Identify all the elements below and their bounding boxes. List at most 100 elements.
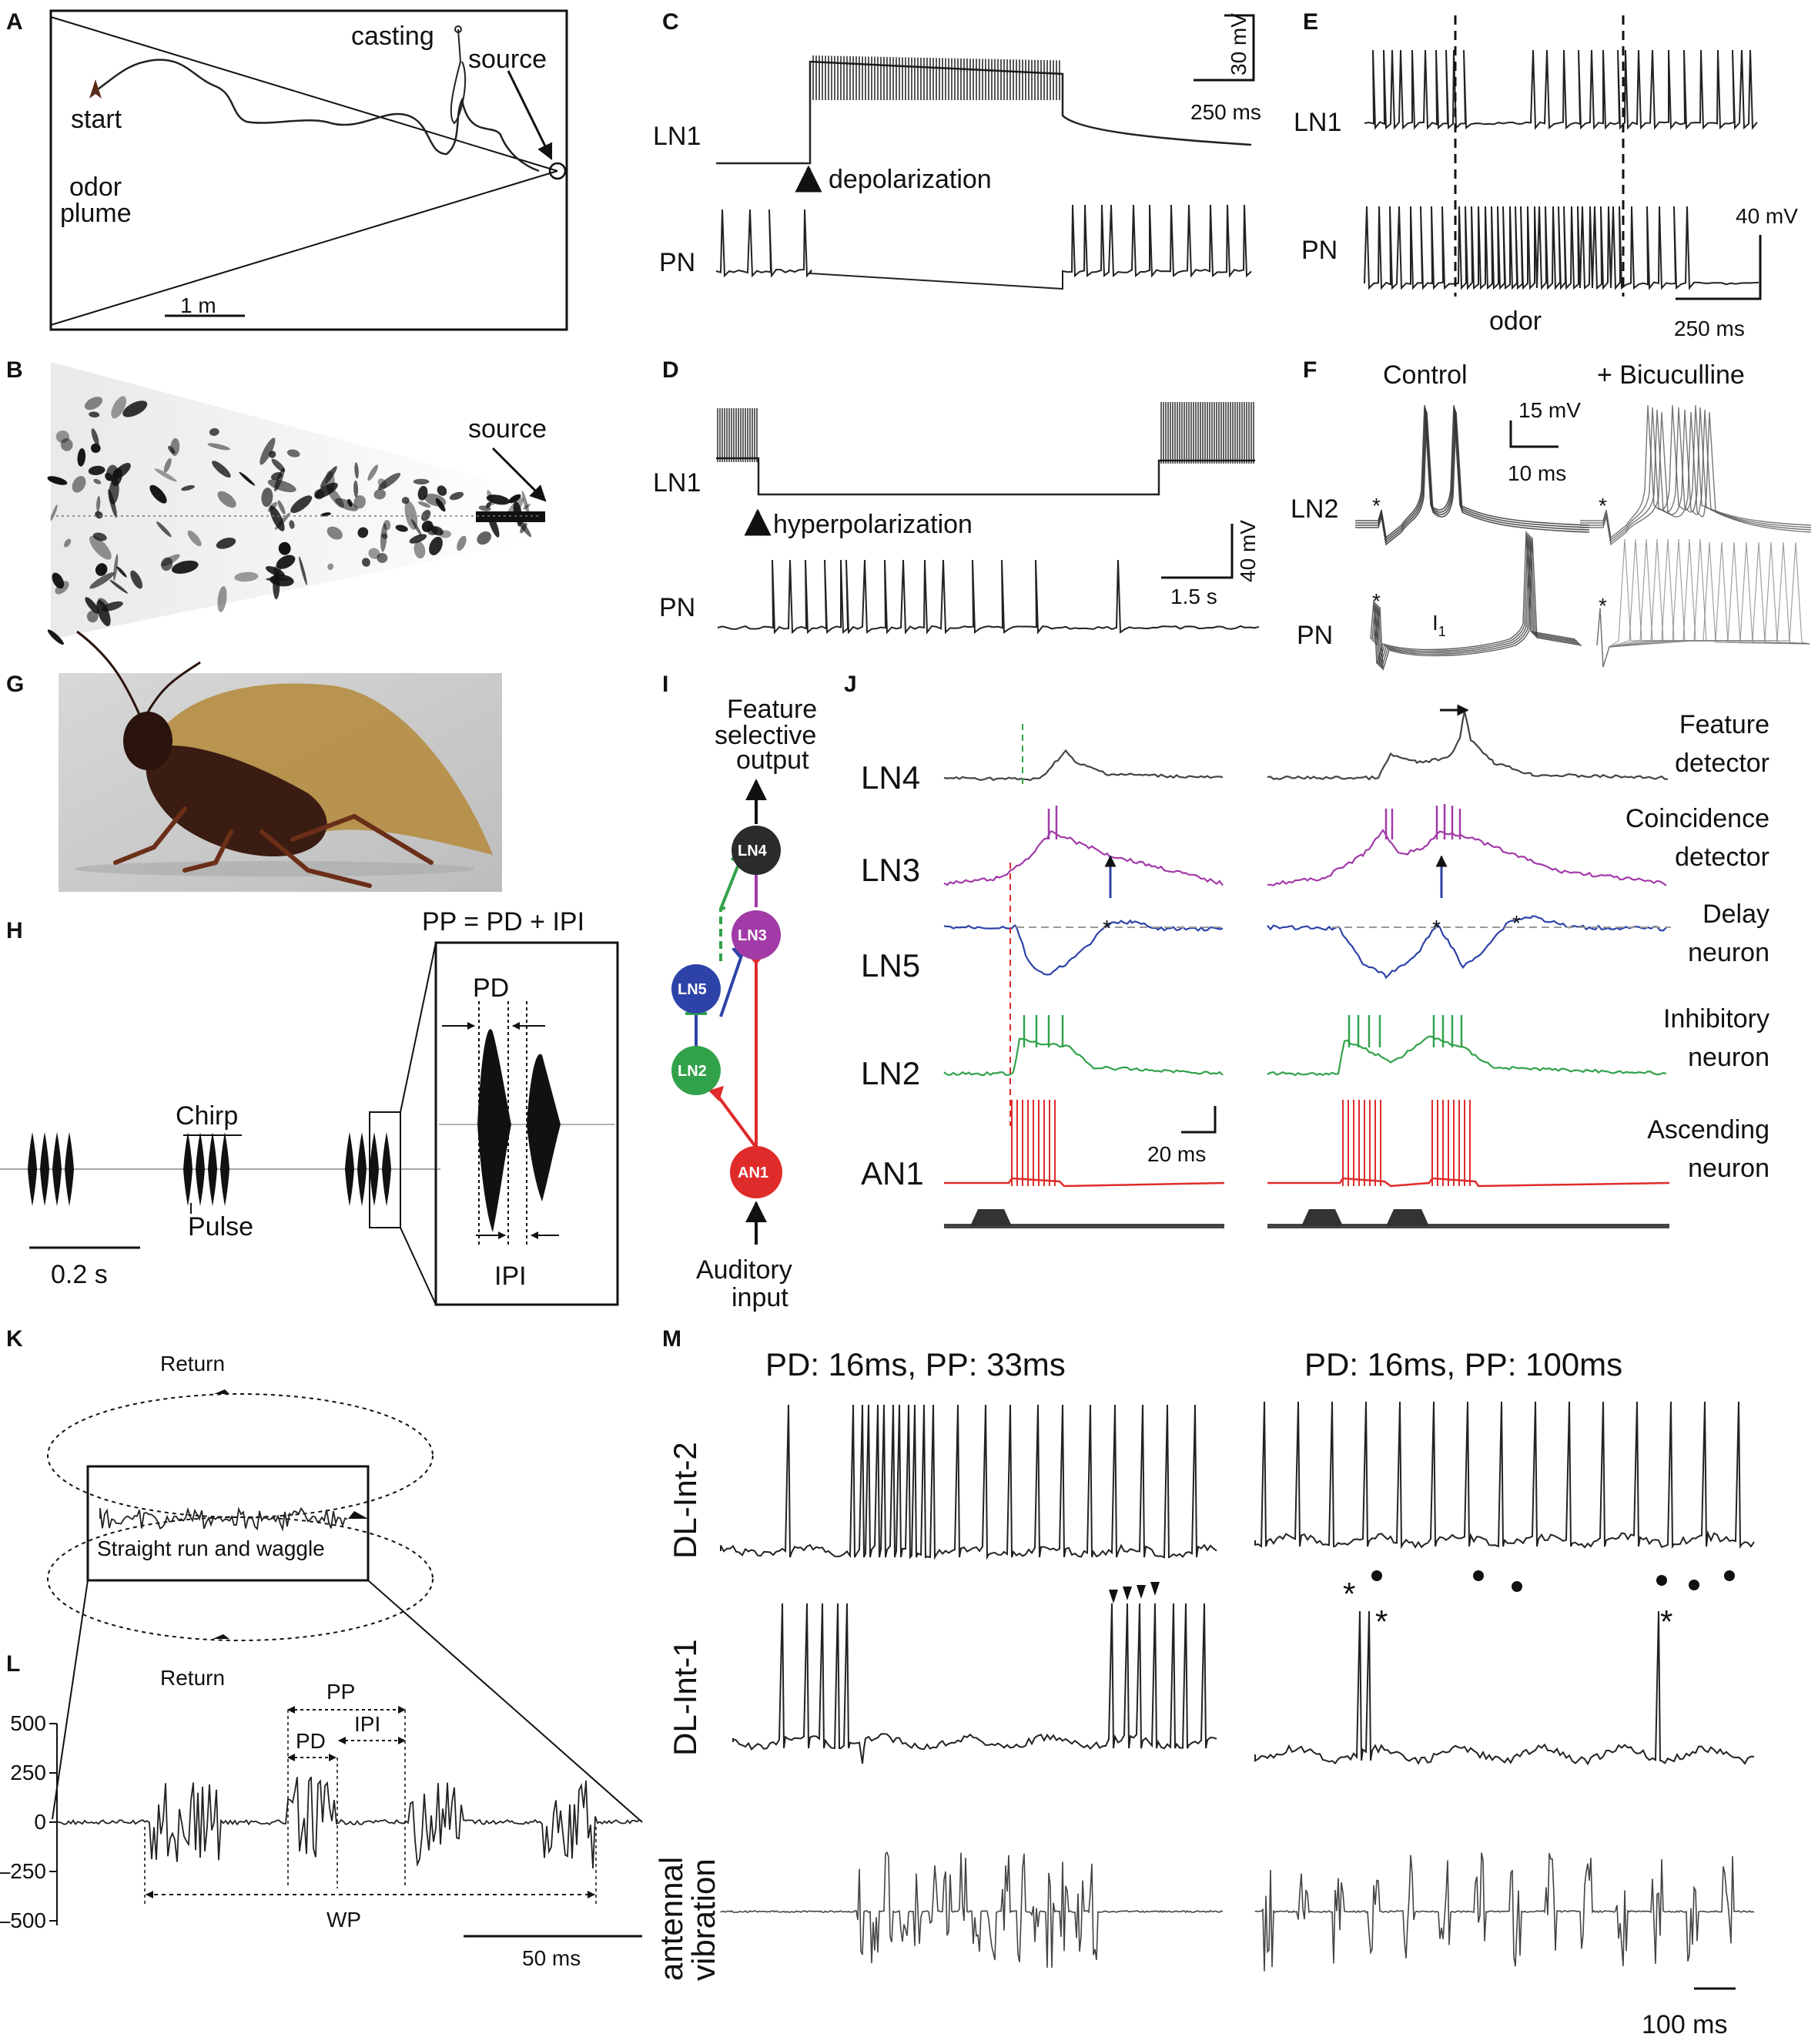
bicuculline-label: + Bicuculline <box>1597 360 1745 390</box>
scale-bar-d <box>1161 524 1234 579</box>
song-pulse <box>65 1132 74 1206</box>
plume-blob <box>89 411 100 418</box>
wp-label: WP <box>326 1908 361 1932</box>
return-label-bottom: Return <box>160 1666 225 1690</box>
plume-blob <box>477 531 492 545</box>
cricket-antennae <box>76 630 201 719</box>
pp-formula: PP = PD + IPI <box>422 907 584 937</box>
node-an1-label: AN1 <box>738 1164 768 1181</box>
source-label-a: source <box>468 45 547 74</box>
ipi-label-l: IPI <box>354 1712 380 1736</box>
pulse-label: Pulse <box>188 1212 253 1241</box>
dot-marker <box>1689 1580 1699 1590</box>
trace-c-pn <box>715 204 1252 290</box>
plume-blob <box>439 530 451 538</box>
plume-blob <box>521 491 530 517</box>
plume-blob <box>217 491 236 508</box>
depol-label: depolarization <box>829 165 992 194</box>
hyperpol-label: hyperpolarization <box>773 510 973 539</box>
role-label: detector <box>1675 843 1769 872</box>
panel-c: C LN1 PN depolarization 30 mV 250 ms <box>653 9 1261 290</box>
plume-blob <box>373 489 387 500</box>
plume-blob <box>209 427 219 436</box>
plume-blob <box>274 512 291 530</box>
panel-label-e: E <box>1303 9 1318 35</box>
panel-b: B source <box>6 357 547 645</box>
output-label-1: Feature <box>727 695 817 724</box>
waggle-label: Straight run and waggle <box>97 1536 325 1560</box>
scale-label-a: 1 m <box>180 293 216 317</box>
plume-blob <box>401 497 410 504</box>
ln5-star-1: * <box>1103 916 1111 940</box>
waggle-arrow <box>348 1511 368 1519</box>
scale-bar-f <box>1509 421 1559 448</box>
pn-label-c: PN <box>659 248 695 277</box>
ln1-label-e: LN1 <box>1294 108 1341 137</box>
ln5-trace-right <box>1267 915 1667 980</box>
plume-blob <box>420 510 431 521</box>
panel-h: H PP = PD + IPI Chirp Pulse 0.2 s PD IPI <box>0 907 619 1306</box>
waggle-trace <box>99 1506 348 1532</box>
plume-blob <box>109 579 129 594</box>
row-label-vibration: vibration <box>685 1858 722 1981</box>
antennal-vibration-right <box>1254 1852 1755 1972</box>
plume-blob <box>326 485 344 508</box>
plume-blob <box>156 521 172 538</box>
plume-blob <box>377 472 401 491</box>
source-arrow <box>507 70 553 160</box>
output-label-2: selective <box>715 721 816 750</box>
an1-to-ln2 <box>715 1092 758 1149</box>
role-label: neuron <box>1688 1154 1769 1183</box>
ln1-burst-d <box>717 402 1254 464</box>
plume-blob <box>91 443 101 454</box>
plume-blob <box>326 526 343 540</box>
y-tick-label: 250 <box>10 1761 46 1784</box>
plume-blob <box>95 511 103 519</box>
m-star-3: * <box>1660 1603 1672 1640</box>
dot-marker <box>1512 1581 1522 1592</box>
scale-label-m: 100 ms <box>1642 2010 1728 2039</box>
plume-blob <box>354 462 359 479</box>
plume-blob <box>92 532 107 541</box>
plume-blob <box>320 466 337 488</box>
plume-blob <box>437 485 447 496</box>
panel-f: F Control + Bicuculline 15 mV 10 ms LN2 … <box>1291 357 1812 671</box>
dl-int-2-trace-right <box>1254 1401 1755 1550</box>
plume-blob <box>457 535 467 551</box>
plume-blob <box>277 500 286 515</box>
plume-blob <box>347 498 353 508</box>
plume-blob <box>478 505 491 511</box>
plume-blob <box>299 556 307 586</box>
plume-blob <box>239 471 256 486</box>
plume-blob <box>112 462 131 480</box>
plume-blob <box>47 629 64 645</box>
role-label: Coincidence <box>1625 804 1769 833</box>
ipsp-label: I1 <box>1432 611 1446 639</box>
cricket-head <box>123 712 172 770</box>
plume-blob <box>181 484 195 491</box>
zoom-source-box <box>369 1111 401 1228</box>
plume-blob <box>93 478 102 484</box>
trace-e-ln1 <box>1364 49 1758 130</box>
pd-label-l: PD <box>296 1729 326 1753</box>
zoom-line-k-right <box>367 1580 643 1823</box>
plume-blob <box>380 523 387 552</box>
song-pulse <box>370 1132 379 1206</box>
an1-trace-left <box>944 1177 1225 1188</box>
plume-blob <box>368 548 380 559</box>
ln5-star-3: * <box>1512 911 1521 935</box>
plume-blob <box>85 597 99 614</box>
ctrl-ln2-trace <box>1355 409 1590 544</box>
stim-pulse-left <box>970 1209 1012 1226</box>
bic-ln2-trace <box>1580 407 1812 541</box>
plume-blob <box>361 558 370 567</box>
plume-blob <box>212 461 231 478</box>
zoom-line-top <box>400 942 437 1113</box>
pd-label-h: PD <box>473 973 509 1003</box>
row-label-dl-int-2: DL-Int-2 <box>667 1442 703 1559</box>
plume-blob <box>72 476 86 493</box>
plume-blob <box>60 438 73 451</box>
start-arrow-icon <box>89 79 102 99</box>
